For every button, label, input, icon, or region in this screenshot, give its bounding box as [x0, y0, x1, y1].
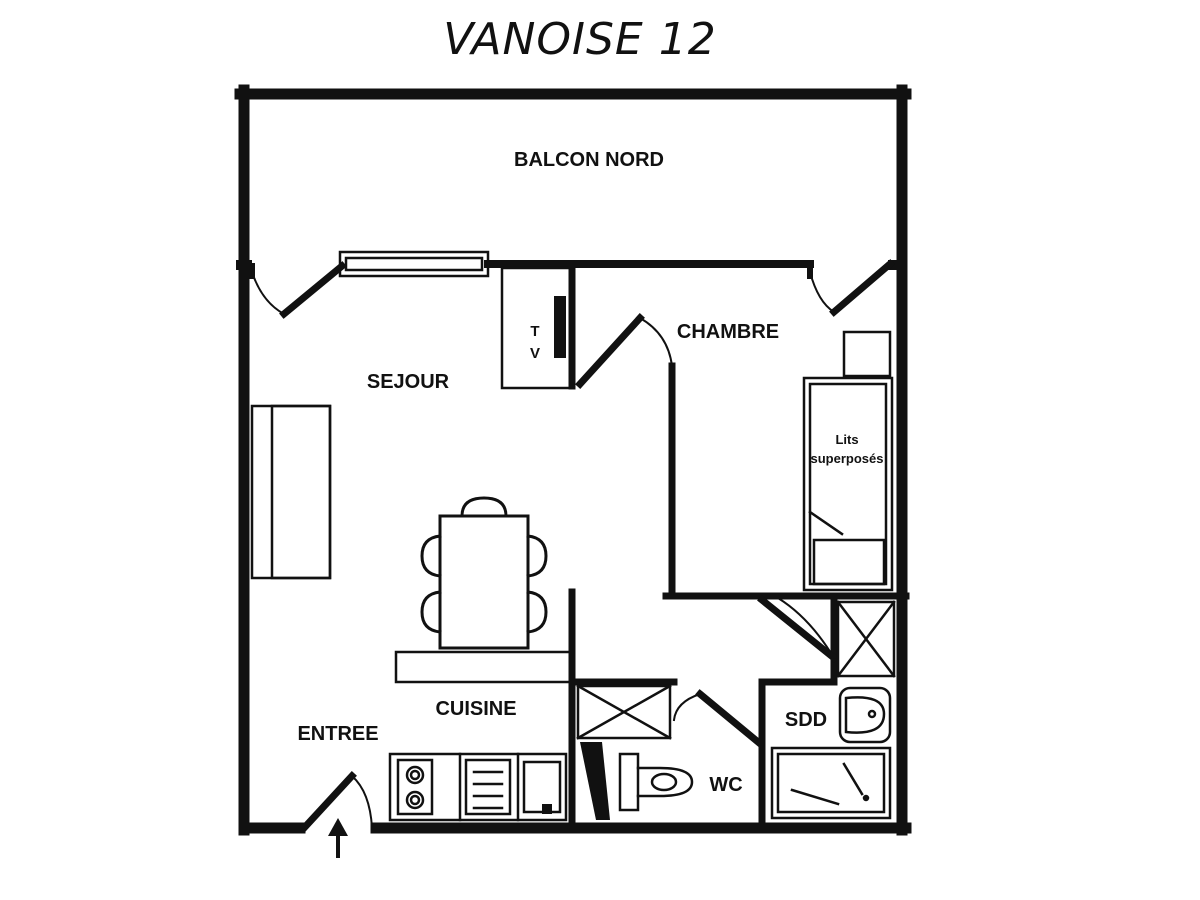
kitchen-units [388, 752, 568, 822]
kitchen-sink [522, 760, 562, 814]
tv-label-v: V [530, 345, 540, 362]
bedroom-walls [575, 313, 910, 600]
dining-table [420, 496, 548, 650]
entrance-arrow-icon [328, 818, 348, 858]
room-label-balcon: BALCON NORD [514, 149, 664, 171]
room-label-wc: WC [709, 774, 742, 796]
bunk-beds [802, 376, 894, 592]
room-label-entree: ENTREE [297, 723, 378, 745]
room-label-sejour: SEJOUR [367, 371, 450, 393]
sofa [250, 404, 332, 580]
kitchen-bar [394, 650, 572, 684]
balcony-wall [236, 260, 906, 270]
balcony-door-right [807, 259, 895, 317]
door-swing-icon [776, 596, 836, 660]
bedroom-cabinet [842, 330, 892, 378]
entrance-door [299, 771, 374, 833]
kitchen-drawer-lines [464, 758, 512, 816]
shower-icon [770, 746, 892, 820]
room-label-cuisine: CUISINE [435, 698, 516, 720]
interior-walls [568, 588, 839, 832]
tv-cabinet [500, 264, 576, 390]
tv-label-t: T [530, 323, 539, 340]
door-swing-icon [638, 316, 674, 368]
exterior-walls [234, 84, 912, 836]
balcony-door-left [249, 261, 347, 319]
shaft-closet [836, 600, 896, 678]
sink-icon [838, 686, 892, 744]
door-swing-icon [672, 692, 702, 722]
room-label-chambre: CHAMBRE [677, 321, 779, 343]
plan-title: VANOISE 12 [443, 14, 717, 65]
toilet-icon [618, 752, 694, 812]
bunk-label-line1: Lits [835, 432, 858, 447]
stove-icon [396, 758, 434, 816]
bunk-label-line2: superposés [811, 451, 884, 466]
storage-closet [576, 684, 672, 740]
balcony-window [338, 250, 490, 278]
room-label-sdd: SDD [785, 709, 827, 731]
wc-duct [580, 742, 610, 820]
